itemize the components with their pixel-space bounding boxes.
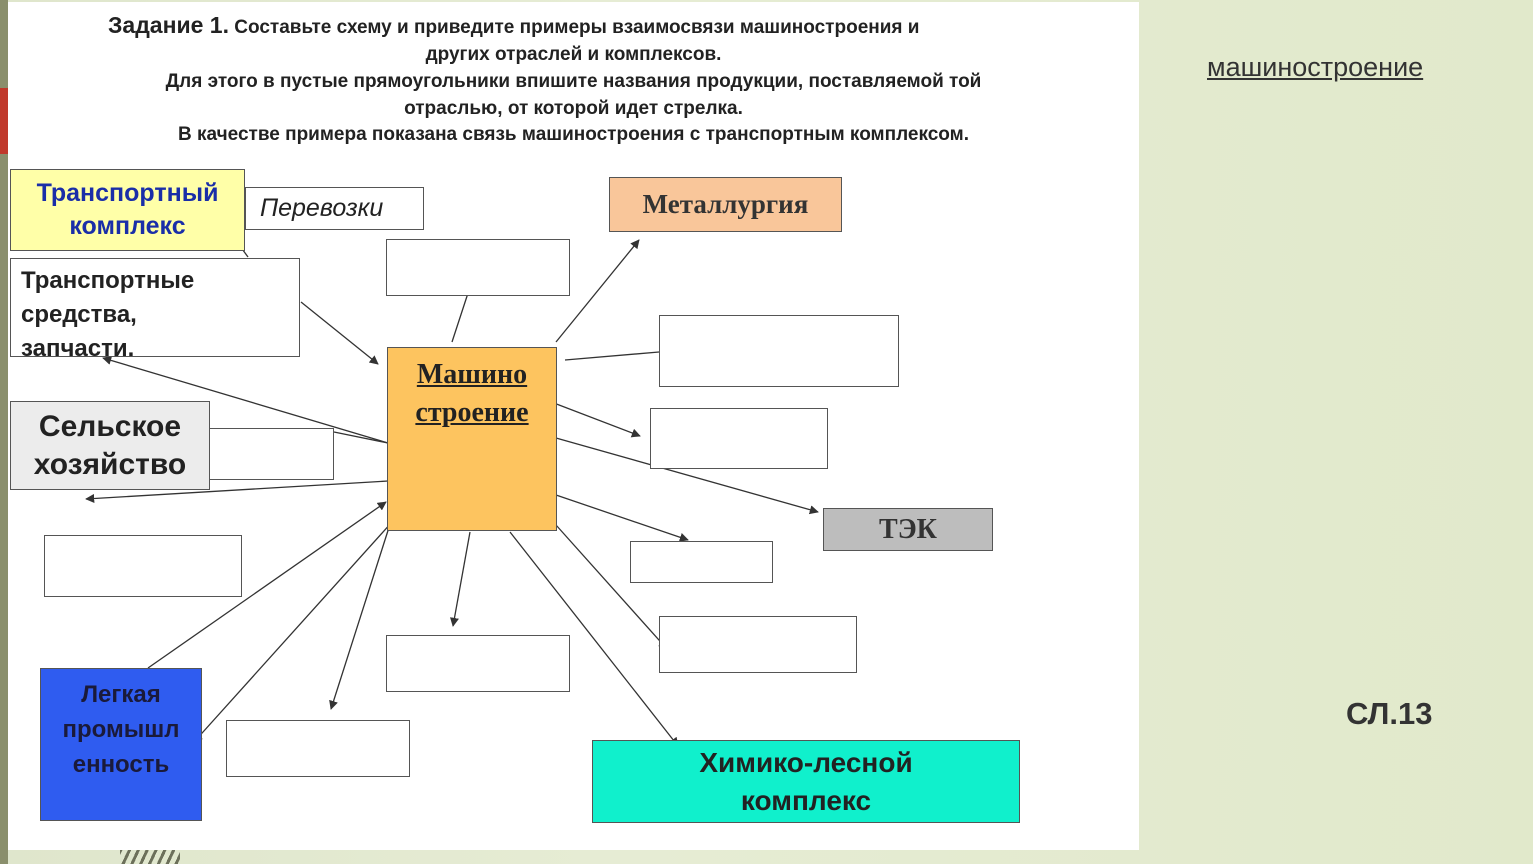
node-light-line3: енность <box>72 751 170 778</box>
node-transport-complex: Транспортный комплекс <box>10 169 245 251</box>
node-tek: ТЭК <box>823 508 993 551</box>
left-edge-accent <box>0 88 8 154</box>
line-center-to-agri-box <box>333 431 389 444</box>
arrow-to-center-from-transport <box>300 301 379 365</box>
box-transport-in-line3: запчасти. <box>21 335 135 362</box>
empty-box[interactable] <box>650 408 828 469</box>
node-transport-line2: комплекс <box>69 212 186 240</box>
arrow-center-to-lower-box <box>329 517 393 710</box>
node-agriculture-line2: хозяйство <box>33 447 187 481</box>
bottom-decoration <box>120 848 180 864</box>
header-line-4: отраслью, от которой идет стрелка. <box>404 98 743 119</box>
box-transport-in-line2: средства, <box>21 301 137 328</box>
task-text: Составьте схему и приведите примеры взаи… <box>234 17 920 38</box>
node-light-industry: Легкая промышл енность <box>40 668 202 821</box>
arrow-center-up-to-box <box>451 286 472 343</box>
arrow-center-down-to-box <box>449 531 471 627</box>
line-center-to-right-box <box>564 351 660 361</box>
empty-box[interactable] <box>659 616 857 673</box>
header-line-2: других отраслей и комплексов. <box>425 44 722 65</box>
node-center-mashinostroenie: Машино строение <box>387 347 557 531</box>
task-label: Задание 1. <box>108 12 229 38</box>
node-light-line1: Легкая <box>81 681 161 708</box>
box-transport-in: Транспортные средства, запчасти. <box>10 258 300 362</box>
arrow-center-to-mid-box <box>545 399 641 438</box>
box-transport-in-line1: Транспортные <box>21 267 195 294</box>
empty-box[interactable] <box>386 239 570 296</box>
arrow-center-to-transport-means <box>102 355 389 444</box>
left-edge-stripe <box>0 0 8 864</box>
node-agriculture: Сельское хозяйство <box>10 401 210 490</box>
node-metallurgy: Металлургия <box>609 177 842 232</box>
empty-box[interactable] <box>630 541 773 583</box>
connector-layer <box>85 239 819 747</box>
node-chem-forest: Химико-лесной комплекс <box>592 740 1020 823</box>
box-transport-out-text: Перевозки <box>260 194 384 222</box>
arrow-center-to-agriculture <box>85 480 389 504</box>
node-metallurgy-text: Металлургия <box>642 189 809 219</box>
arrow-light-to-center <box>147 501 387 669</box>
slide-canvas: Задание 1. Составьте схему и приведите п… <box>8 2 1139 850</box>
node-transport-line1: Транспортный <box>36 179 219 207</box>
arrow-center-to-small-box <box>555 494 689 542</box>
empty-box[interactable] <box>659 315 899 387</box>
header-line-5: В качестве примера показана связь машино… <box>178 124 969 145</box>
center-line2: строение <box>415 397 529 428</box>
sidebar-link-mashinostroenie[interactable]: машиностроение <box>1207 52 1424 82</box>
node-light-line2: промышл <box>62 716 180 743</box>
box-transport-out: Перевозки <box>245 187 424 230</box>
arrow-center-to-tek <box>555 437 819 515</box>
node-tek-text: ТЭК <box>879 513 937 545</box>
arrow-center-to-chem <box>509 531 679 747</box>
empty-box[interactable] <box>209 428 334 480</box>
empty-box[interactable] <box>386 635 570 692</box>
header-line-1: Задание 1. Составьте схему и приведите п… <box>108 12 919 41</box>
node-chem-line1: Химико-лесной <box>699 746 913 778</box>
node-agriculture-line1: Сельское <box>38 409 182 443</box>
arrow-center-to-lower-right-box <box>555 524 668 650</box>
empty-box[interactable] <box>226 720 410 777</box>
node-chem-line2: комплекс <box>740 784 872 816</box>
slide-number: СЛ.13 <box>1346 696 1433 731</box>
arrow-center-to-metallurgy <box>555 239 640 343</box>
header-line-3: Для этого в пустые прямоугольники впишит… <box>165 71 982 92</box>
empty-box[interactable] <box>44 535 242 597</box>
arrow-center-to-light <box>193 521 393 743</box>
center-line1: Машино <box>416 359 528 390</box>
